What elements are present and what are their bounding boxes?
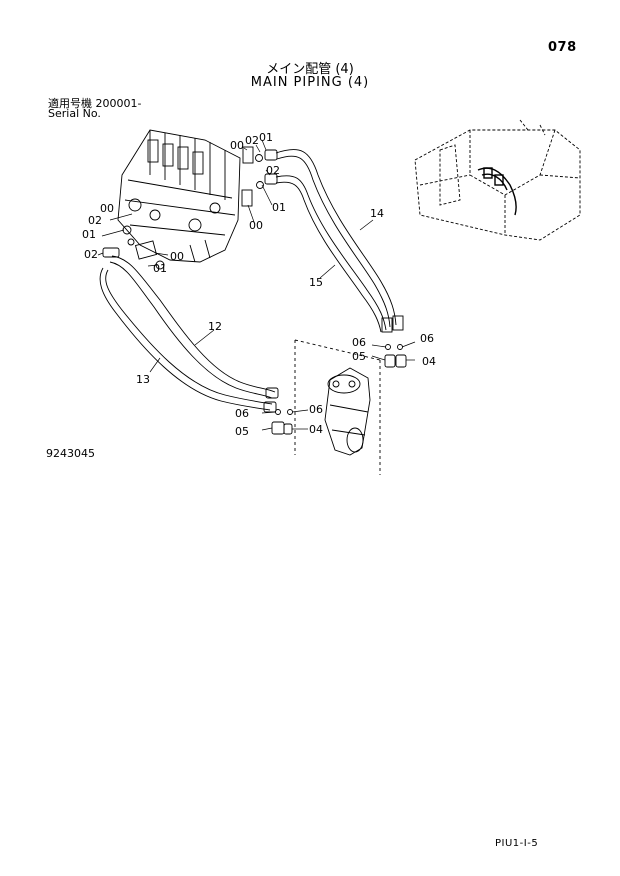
page-title-japanese: メイン配管 (4) <box>266 62 354 77</box>
page-code: PIU1-I-5 <box>495 838 539 849</box>
callout-14: 14 <box>370 207 384 220</box>
leader-lines <box>97 139 416 431</box>
callout-00: 00 <box>230 139 244 152</box>
serial-label-japanese: 適用号機 200001- <box>48 97 142 110</box>
valve-fittings <box>102 146 278 270</box>
machine-inset-highlight <box>477 167 517 216</box>
callout-06: 06 <box>420 332 434 345</box>
callout-06: 06 <box>352 336 366 349</box>
pump-drawing <box>294 339 381 475</box>
callout-01: 01 <box>259 131 273 144</box>
callout-04: 04 <box>309 423 323 436</box>
callout-02: 02 <box>88 214 102 227</box>
callout-02: 02 <box>245 134 259 147</box>
callout-06: 06 <box>309 403 323 416</box>
hoses-14-15 <box>275 149 404 333</box>
callout-15: 15 <box>309 276 323 289</box>
callout-02: 02 <box>266 164 280 177</box>
callout-13: 13 <box>136 373 150 386</box>
serial-label-english: Serial No. <box>48 107 101 120</box>
callout-00: 00 <box>249 219 263 232</box>
callout-01: 01 <box>272 201 286 214</box>
callout-02: 02 <box>84 248 98 261</box>
callout-04: 04 <box>422 355 436 368</box>
drawing-number: 9243045 <box>46 447 95 460</box>
callout-12: 12 <box>208 320 222 333</box>
callout-05: 05 <box>352 350 366 363</box>
callout-01: 01 <box>82 228 96 241</box>
callout-00: 00 <box>170 250 184 263</box>
machine-inset-drawing <box>414 119 581 241</box>
page-title-english: MAIN PIPING (4) <box>250 75 370 90</box>
callout-06: 06 <box>235 407 249 420</box>
callout-05: 05 <box>235 425 249 438</box>
callout-00: 00 <box>100 202 114 215</box>
page-number: 078 <box>548 40 577 55</box>
control-valve-drawing <box>117 129 241 263</box>
callout-01: 01 <box>153 262 167 275</box>
hoses-12-13 <box>99 255 279 413</box>
pump-fittings <box>271 344 407 435</box>
